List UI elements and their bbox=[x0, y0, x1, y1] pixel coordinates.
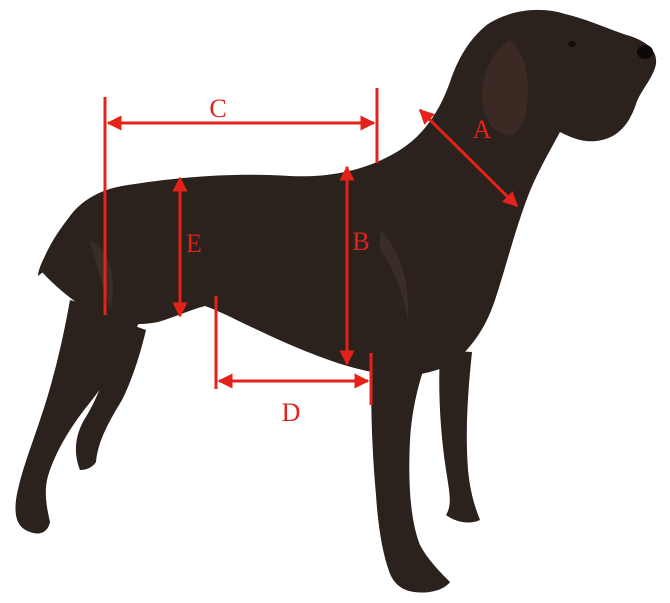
measurement-a-label: A bbox=[473, 115, 492, 144]
dog-near-front-leg bbox=[371, 355, 450, 593]
measurement-b-label: B bbox=[352, 227, 369, 256]
dog-far-front-leg bbox=[439, 350, 480, 522]
dog-nose bbox=[637, 45, 653, 59]
dog-eye bbox=[568, 41, 576, 47]
dog-body bbox=[42, 10, 656, 376]
measurement-c-label: C bbox=[209, 94, 226, 123]
dog-illustration bbox=[16, 10, 657, 593]
dog-near-hind-leg bbox=[16, 300, 140, 534]
measurement-e-label: E bbox=[186, 229, 202, 258]
measurement-d-label: D bbox=[282, 398, 301, 427]
